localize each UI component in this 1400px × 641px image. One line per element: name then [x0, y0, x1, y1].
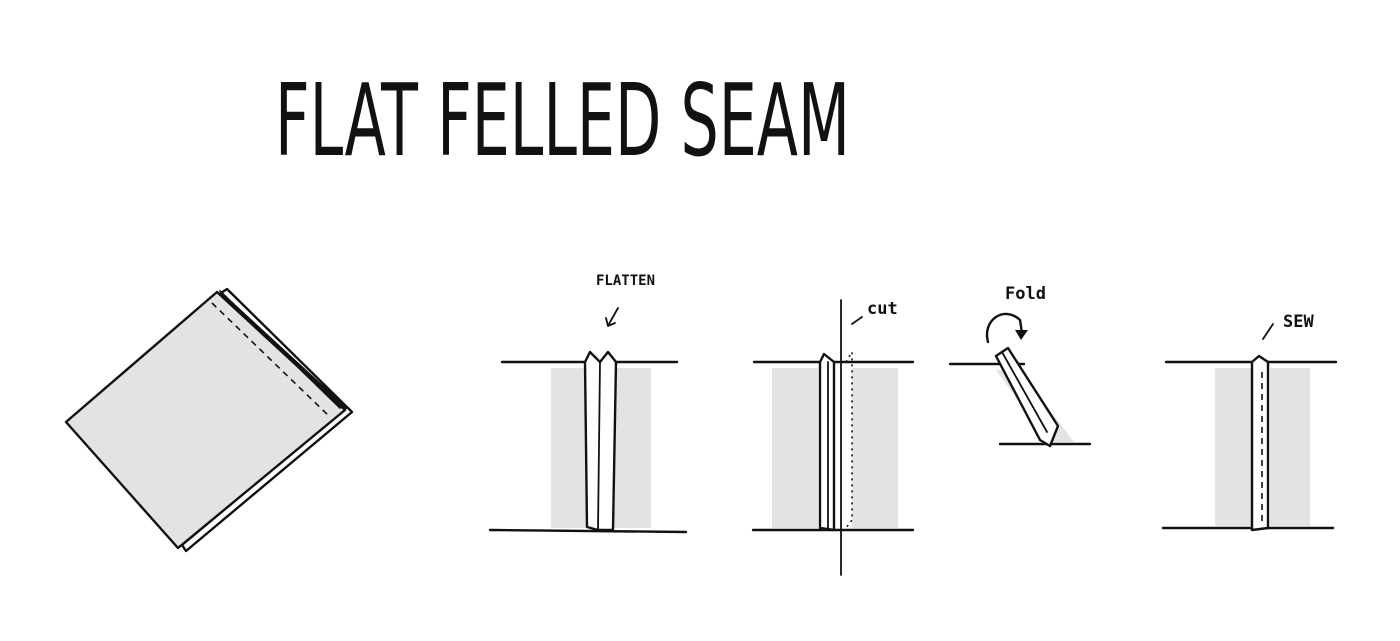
seam-allowance-edge	[219, 290, 341, 409]
step-fold: Fold	[948, 284, 1092, 448]
seam-stitch-line	[211, 302, 331, 418]
step-sew: SEW	[1161, 312, 1338, 532]
cut-fabric-left	[772, 368, 818, 528]
flatten-bottom-line	[488, 528, 688, 534]
flatten-center-fold	[597, 361, 601, 531]
flatten-arrowhead-icon	[605, 317, 616, 327]
fold-crease	[1001, 351, 1048, 433]
flatten-label: FLATTEN	[596, 273, 655, 289]
cut-seam-allowance	[818, 352, 836, 532]
cut-trimmed-outline	[845, 349, 853, 529]
cut-fabric-right	[852, 368, 898, 528]
flatten-fabric-left	[551, 368, 589, 528]
sew-label-tick	[1262, 323, 1274, 340]
sew-fabric-left	[1215, 368, 1255, 526]
fabric-stack-illustration	[64, 287, 354, 553]
step-flatten: FLATTEN	[488, 273, 688, 534]
cut-label-tick	[851, 316, 863, 325]
step-cut: cut	[751, 299, 915, 576]
sew-fabric-right	[1270, 368, 1310, 526]
flatten-seam-allowance	[583, 350, 618, 532]
diagram-title: FLAT FELLED SEAM	[275, 62, 850, 179]
fold-rotate-arrowhead-icon	[1015, 330, 1028, 340]
front-fabric-layer	[64, 290, 347, 550]
flatten-fabric-right	[613, 368, 651, 528]
fold-label: Fold	[1005, 284, 1046, 304]
fold-rotate-arrow-icon	[985, 312, 1024, 344]
flatten-arrow-icon	[608, 307, 619, 325]
sew-label: SEW	[1283, 312, 1314, 332]
sew-felled-seam	[1250, 354, 1270, 532]
cut-label: cut	[867, 299, 898, 319]
